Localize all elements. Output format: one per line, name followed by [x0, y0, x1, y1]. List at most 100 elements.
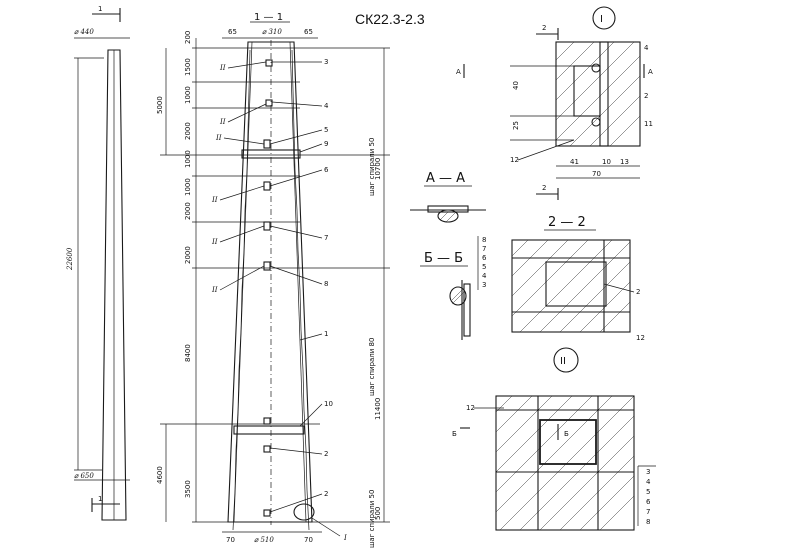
- ii-stack-6: 6: [646, 498, 651, 506]
- bb-stack-7: 7: [482, 245, 486, 253]
- left-dim-200: 200: [184, 31, 192, 44]
- drawing-title: СК22.3-2.3: [355, 11, 425, 27]
- right-note-spiral-50-a: шаг спирали 50: [368, 138, 376, 196]
- section-2-2-title: 2 — 2: [548, 215, 586, 230]
- detail-I-section-mark-bottom: 2: [542, 184, 546, 192]
- detail-I-hatch: [555, 41, 641, 147]
- right-dim-10700: 10700: [374, 158, 382, 180]
- spiral-reinforcement: [232, 49, 310, 531]
- division-lines: [160, 47, 390, 523]
- left-dim-1000-a: 1000: [184, 86, 192, 104]
- right-dimension-chain: 10700 11400 500 шаг спирали 50 шаг спира…: [368, 48, 385, 548]
- bb-stack-6: 6: [482, 254, 487, 262]
- detail-II-label-12: 12: [466, 404, 475, 412]
- node-marks: II II II II II II I: [211, 61, 347, 542]
- node-mark-5: II: [211, 238, 218, 246]
- detail-I-cut-mark-right: А: [648, 68, 653, 76]
- ii-stack-5: 5: [646, 488, 650, 496]
- left-dim-2000-a: 2000: [184, 122, 192, 140]
- pos-label-2-a: 2: [324, 450, 328, 458]
- pos-label-4: 4: [324, 102, 329, 110]
- left-dim-8400: 8400: [184, 344, 192, 362]
- left-dim-2000-c: 2000: [184, 246, 192, 264]
- side-section-mark-bottom: 1: [98, 495, 102, 503]
- left-outer-dim-4600: 4600: [156, 466, 164, 484]
- bb-stack-5: 5: [482, 263, 486, 271]
- detail-I-total-70: 70: [592, 170, 601, 178]
- pos-label-9: 9: [324, 140, 328, 148]
- node-mark-3: II: [215, 134, 222, 142]
- bottom-diameter-label: ⌀ 650: [74, 472, 94, 480]
- top-diameter-label: ⌀ 440: [74, 28, 94, 36]
- pos-label-6: 6: [324, 166, 329, 174]
- pos-label-2-b: 2: [324, 490, 328, 498]
- section-2-2-label-12: 12: [636, 334, 645, 342]
- detail-II-cut-mark-right: Б: [564, 430, 569, 438]
- left-dim-1000-b: 1000: [184, 150, 192, 168]
- left-dimension-chain: 200 1500 1000 2000 1000 1000 2000 2000 8…: [156, 31, 197, 522]
- ii-stack-3: 3: [646, 468, 650, 476]
- pole-length-label: 22600: [66, 247, 74, 271]
- left-dim-1500: 1500: [184, 58, 192, 76]
- bb-stack-4: 4: [482, 272, 487, 280]
- pos-label-1: 1: [324, 330, 328, 338]
- section-B-B: Б — Б 8 7 6 5 4 3: [420, 236, 487, 340]
- pos-label-3: 3: [324, 58, 328, 66]
- right-note-spiral-80: шаг спирали 80: [368, 338, 376, 396]
- node-mark-6: II: [211, 286, 218, 294]
- pos-label-7: 7: [324, 234, 328, 242]
- bottom-right-offset: 70: [304, 536, 313, 544]
- detail-I-label-4: 4: [644, 44, 649, 52]
- pos-label-10: 10: [324, 400, 333, 408]
- node-mark-7: I: [343, 534, 347, 542]
- right-dim-500: 500: [374, 507, 382, 520]
- detail-I-dim-41: 41: [570, 158, 579, 166]
- section-A-A: А — А: [410, 171, 486, 223]
- node-mark-2: II: [219, 118, 226, 126]
- ii-stack-4: 4: [646, 478, 651, 486]
- node-mark-4: II: [211, 196, 218, 204]
- section-2-2-label-2: 2: [636, 288, 640, 296]
- left-dim-2000-b: 2000: [184, 202, 192, 220]
- bb-stack-3: 3: [482, 281, 486, 289]
- detail-I: I 2 40 25 А А 4 2 11 12 41 10 13: [456, 6, 653, 200]
- left-dim-3500: 3500: [184, 480, 192, 498]
- detail-II-label: II: [560, 356, 566, 367]
- side-view: 1 ⌀ 440 22600 ⌀ 650 1: [66, 5, 130, 521]
- detail-I-dim-25: 25: [512, 121, 520, 130]
- bottom-section-diameter: ⌀ 510: [254, 536, 274, 544]
- section-1-1: 1 — 1 65 ⌀ 310 65: [156, 12, 390, 548]
- section-2-2: 2 — 2 2 12: [511, 215, 645, 342]
- detail-II-cut-mark-left: Б: [452, 430, 457, 438]
- side-section-mark-top: 1: [98, 5, 102, 13]
- bb-stack-8: 8: [482, 236, 486, 244]
- node-mark-1: II: [219, 64, 226, 72]
- top-section-diameter: ⌀ 310: [262, 28, 282, 36]
- ii-stack-7: 7: [646, 508, 650, 516]
- detail-I-dim-40: 40: [512, 81, 520, 90]
- detail-I-label-11: 11: [644, 120, 653, 128]
- detail-II: II 12 Б Б 3 4 5 6 7 8: [452, 347, 656, 531]
- detail-II-stack: 3 4 5 6 7 8: [637, 465, 656, 526]
- detail-I-dim-13: 13: [620, 158, 629, 166]
- bottom-left-offset: 70: [226, 536, 235, 544]
- section-1-1-title: 1 — 1: [254, 12, 283, 23]
- detail-I-label-12: 12: [510, 156, 519, 164]
- section-A-A-title: А — А: [426, 171, 465, 186]
- position-labels: 3 4 5 9 6 7 8 1 10 2 2: [269, 58, 333, 513]
- detail-I-label-2: 2: [644, 92, 648, 100]
- detail-I-section-mark-top: 2: [542, 24, 546, 32]
- pos-label-5: 5: [324, 126, 328, 134]
- right-note-spiral-50-b: шаг спирали 50: [368, 490, 376, 548]
- detail-I-label: I: [600, 14, 603, 25]
- top-left-offset: 65: [228, 28, 237, 36]
- right-dim-11400: 11400: [374, 398, 382, 420]
- detail-I-dim-10: 10: [602, 158, 611, 166]
- detail-I-cut-mark-left: А: [456, 68, 461, 76]
- left-dim-1000-c: 1000: [184, 178, 192, 196]
- pos-label-8: 8: [324, 280, 328, 288]
- section-B-B-title: Б — Б: [424, 251, 463, 266]
- section-B-B-stack: 8 7 6 5 4 3: [477, 236, 487, 290]
- ii-stack-8: 8: [646, 518, 650, 526]
